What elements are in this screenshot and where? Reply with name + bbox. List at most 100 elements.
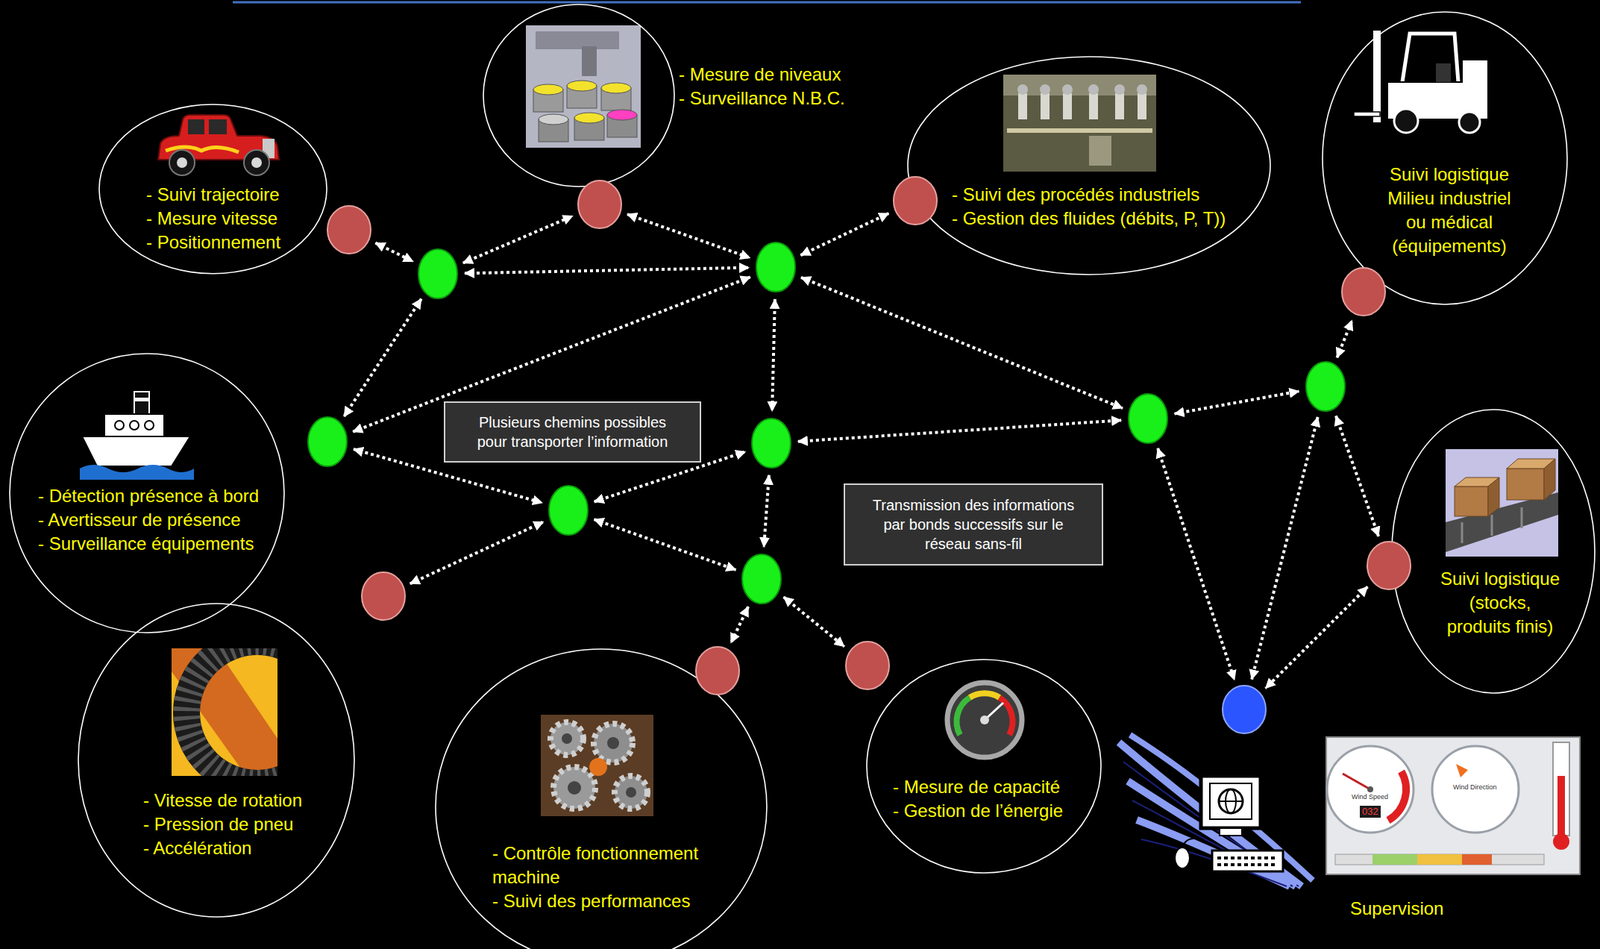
node-circle bbox=[1365, 540, 1413, 591]
node-circle bbox=[306, 415, 349, 468]
node-circle bbox=[418, 249, 458, 299]
node-circle bbox=[1304, 360, 1347, 413]
sensor-ellipse: - Détection présence à bord- Avertisseur… bbox=[8, 352, 286, 635]
tire-icon bbox=[171, 648, 278, 776]
node-text: Plusieurs chemins possibles pour transpo… bbox=[470, 412, 675, 452]
node-text: - Positionnement bbox=[146, 230, 281, 255]
computer-icon bbox=[1118, 734, 1313, 887]
node-circle bbox=[1340, 266, 1387, 318]
text-group: - Détection présence à bord- Avertisseur… bbox=[38, 484, 259, 556]
sink-node bbox=[1221, 684, 1268, 735]
node-circle bbox=[844, 640, 891, 691]
ellipse-outline bbox=[1390, 408, 1597, 695]
ellipse-outline bbox=[906, 55, 1272, 276]
node-circle bbox=[756, 242, 796, 292]
node-circle bbox=[742, 554, 781, 604]
industrial-process-icon bbox=[1003, 74, 1157, 172]
text-group: - Mesure de capacité- Gestion de l’énerg… bbox=[892, 775, 1063, 823]
dotted-arrow bbox=[798, 419, 1122, 441]
ellipse-outline bbox=[481, 2, 676, 188]
sensor-node bbox=[892, 175, 939, 227]
relay-node bbox=[1127, 392, 1169, 445]
dotted-arrow bbox=[410, 522, 544, 585]
node-circle bbox=[695, 646, 740, 695]
gears-icon bbox=[540, 714, 654, 817]
node-circle bbox=[1341, 267, 1386, 316]
gauge-icon bbox=[947, 682, 1022, 758]
dotted-arrow bbox=[464, 267, 749, 274]
node-text: - Surveillance équipements bbox=[38, 531, 259, 556]
node-circle bbox=[1306, 361, 1345, 412]
sensor-node bbox=[1365, 540, 1413, 591]
sensor-node bbox=[325, 204, 373, 256]
sensor-ellipse: - Suivi des procédés industriels- Gestio… bbox=[906, 55, 1272, 276]
node-circle bbox=[750, 416, 793, 470]
dotted-arrow bbox=[1337, 320, 1353, 359]
node-text: - Gestion de l’énergie bbox=[892, 798, 1063, 823]
car-icon bbox=[158, 114, 279, 176]
weather-panel-icon bbox=[1326, 736, 1580, 875]
info-box: Plusieurs chemins possibles pour transpo… bbox=[443, 401, 702, 463]
relay-node bbox=[754, 240, 797, 294]
ellipse-outline bbox=[865, 657, 1103, 875]
node-text: Suivi logistique Milieu industriel ou mé… bbox=[1382, 162, 1517, 259]
node-circle bbox=[754, 240, 797, 294]
node-text: Suivi logistique (stocks, produits finis… bbox=[1437, 566, 1563, 639]
node-circle bbox=[892, 175, 939, 227]
dotted-arrow bbox=[463, 216, 573, 264]
node-circle bbox=[576, 179, 623, 230]
node-text: - Vitesse de rotation bbox=[143, 788, 303, 813]
title-rule bbox=[232, 1, 1301, 4]
relay-node bbox=[750, 416, 793, 470]
sensor-ellipse: - Suivi trajectoire- Mesure vitesse- Pos… bbox=[97, 102, 329, 276]
dotted-arrow bbox=[1157, 448, 1235, 681]
node-circle bbox=[361, 572, 406, 620]
dotted-arrow bbox=[375, 243, 413, 262]
node-text: - Pression de pneu bbox=[143, 812, 303, 837]
node-circle bbox=[547, 484, 590, 537]
dotted-arrow bbox=[1174, 390, 1300, 414]
forklift-icon bbox=[1353, 29, 1489, 133]
ellipse-outline bbox=[483, 4, 675, 187]
node-circle bbox=[1221, 684, 1268, 735]
node-circle bbox=[893, 176, 937, 225]
node-circle bbox=[845, 641, 890, 690]
dotted-arrow bbox=[763, 475, 770, 547]
node-text: - Suivi des procédés industriels bbox=[951, 182, 1226, 207]
text-group: Suivi logistique Milieu industriel ou mé… bbox=[1382, 162, 1517, 259]
node-circle bbox=[327, 205, 371, 254]
node-text: - Gestion des fluides (débits, P, T)) bbox=[951, 206, 1226, 231]
sensor-node bbox=[694, 645, 741, 696]
sensor-node bbox=[844, 640, 891, 691]
ellipse-outline bbox=[907, 56, 1271, 275]
text-group: - Mesure de niveaux- Surveillance N.B.C. bbox=[678, 62, 846, 111]
relay-node bbox=[740, 552, 783, 605]
node-circle bbox=[751, 418, 791, 468]
ellipse-outline bbox=[1391, 409, 1595, 693]
node-text: - Mesure vitesse bbox=[146, 206, 281, 231]
ellipse-outline bbox=[866, 659, 1101, 873]
dotted-arrow bbox=[1335, 416, 1379, 537]
ellipse-outline bbox=[99, 104, 327, 274]
sensor-node bbox=[576, 179, 623, 230]
ellipse-outline bbox=[78, 603, 355, 917]
node-text: - Surveillance N.B.C. bbox=[678, 86, 846, 111]
sensor-ellipse: - Mesure de capacité- Gestion de l’énerg… bbox=[865, 657, 1103, 875]
node-text: - Avertisseur de présence bbox=[38, 507, 259, 532]
sensor-ellipse: - Vitesse de rotation- Pression de pneu-… bbox=[76, 601, 356, 919]
node-circle bbox=[325, 204, 373, 256]
ellipse-outline bbox=[76, 601, 356, 919]
sensor-ellipse: Suivi logistique (stocks, produits finis… bbox=[1390, 408, 1597, 695]
ellipse-outline bbox=[1321, 10, 1569, 306]
relay-node bbox=[416, 247, 459, 300]
node-text: - Contrôle fonctionnement machine bbox=[492, 841, 717, 890]
info-box: Transmission des informations par bonds … bbox=[843, 483, 1104, 566]
paint-cans-icon bbox=[525, 25, 641, 148]
dotted-arrow bbox=[800, 213, 889, 256]
sensor-ellipse: Suivi logistique Milieu industriel ou mé… bbox=[1321, 10, 1569, 306]
text-group: - Suivi trajectoire- Mesure vitesse- Pos… bbox=[146, 182, 281, 255]
node-circle bbox=[1367, 541, 1411, 590]
node-circle bbox=[548, 485, 588, 535]
node-circle bbox=[1222, 685, 1266, 734]
node-circle bbox=[1127, 392, 1169, 445]
